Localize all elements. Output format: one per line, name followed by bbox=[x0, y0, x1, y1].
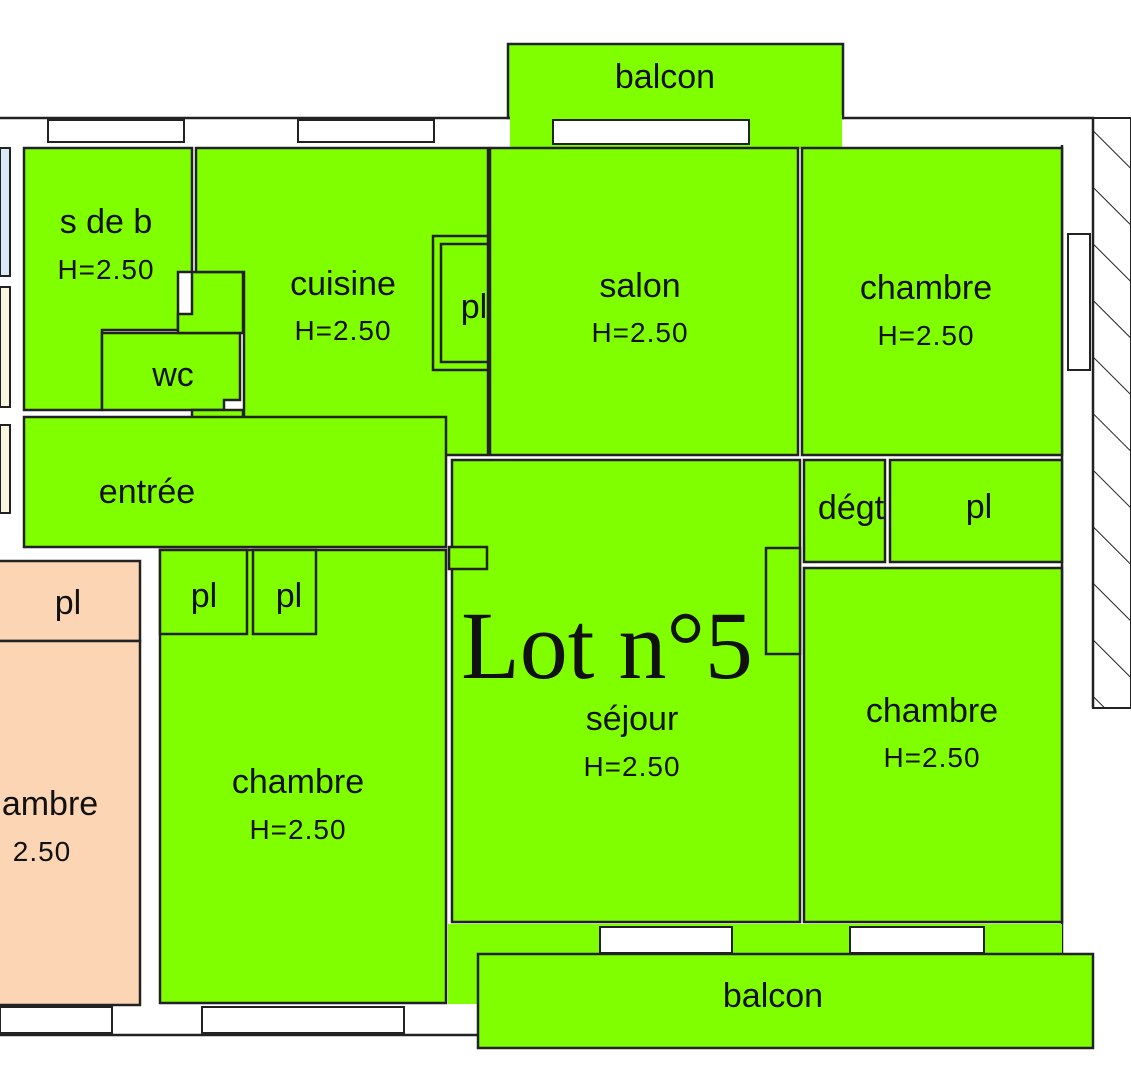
height-neighbor-chambre: 2.50 bbox=[13, 836, 72, 867]
label-entree: entrée bbox=[99, 473, 195, 511]
right-window bbox=[1067, 233, 1091, 371]
room-salon bbox=[488, 146, 800, 457]
label-neighbor-chambre: ambre bbox=[2, 785, 98, 823]
label-balcon-bottom: balcon bbox=[723, 977, 823, 1015]
window-bottom-left-2 bbox=[201, 1006, 405, 1034]
room-pl-cuisine-inner bbox=[439, 242, 490, 364]
room-entree bbox=[22, 415, 448, 549]
height-chambre-e: H=2.50 bbox=[883, 742, 980, 773]
neighbor-yellow-room bbox=[0, 286, 11, 408]
room-pl-degt bbox=[888, 458, 1064, 564]
hatched-wall bbox=[1092, 117, 1131, 709]
label-chambre-sw: chambre bbox=[232, 763, 364, 801]
room-pl-1 bbox=[158, 548, 249, 636]
height-chambre-ne: H=2.50 bbox=[877, 320, 974, 351]
neighbor-chambre bbox=[0, 639, 142, 1007]
label-neighbor-pl: pl bbox=[55, 584, 81, 622]
room-chambre-sw bbox=[158, 548, 448, 1005]
label-sejour: séjour bbox=[586, 700, 679, 738]
window-top-1 bbox=[47, 119, 185, 143]
room-chambre-e bbox=[802, 566, 1064, 924]
height-chambre-sw: H=2.50 bbox=[249, 814, 346, 845]
neighbor-yellow-room-2 bbox=[0, 424, 11, 514]
neighbor-pl bbox=[0, 559, 142, 643]
room-chambre-ne bbox=[800, 146, 1064, 457]
room-balcon-bottom bbox=[476, 952, 1095, 1050]
height-sdb: H=2.50 bbox=[57, 254, 154, 285]
label-sdb: s de b bbox=[60, 203, 153, 241]
room-degt bbox=[802, 458, 887, 564]
sejour-notch-left bbox=[447, 545, 489, 571]
outer-wall bbox=[0, 116, 1095, 708]
label-salon: salon bbox=[599, 267, 680, 305]
height-salon: H=2.50 bbox=[591, 317, 688, 348]
label-degt: dégt bbox=[818, 489, 885, 527]
label-pl-degt: pl bbox=[966, 488, 992, 526]
label-pl-1: pl bbox=[191, 577, 217, 615]
window-balcon-top bbox=[552, 119, 750, 145]
label-wc: wc bbox=[151, 356, 194, 394]
label-cuisine: cuisine bbox=[290, 265, 396, 303]
height-cuisine: H=2.50 bbox=[294, 315, 391, 346]
window-top-2 bbox=[297, 119, 435, 143]
label-balcon-top: balcon bbox=[615, 58, 715, 96]
height-sejour: H=2.50 bbox=[583, 751, 680, 782]
label-pl-cuisine: pl bbox=[461, 288, 487, 326]
shaft-upper bbox=[176, 270, 245, 335]
label-pl-2: pl bbox=[276, 577, 302, 615]
label-chambre-ne: chambre bbox=[860, 269, 992, 307]
room-sejour bbox=[450, 458, 802, 924]
window-bottom-1 bbox=[599, 926, 733, 954]
label-lot: Lot n°5 bbox=[461, 592, 753, 699]
sejour-pillar-right bbox=[764, 546, 802, 656]
room-pl-2 bbox=[251, 548, 318, 636]
label-chambre-e: chambre bbox=[866, 692, 998, 730]
neighbor-blue-room bbox=[0, 147, 11, 277]
window-bottom-2 bbox=[849, 926, 985, 954]
window-bottom-left-1 bbox=[0, 1006, 113, 1034]
